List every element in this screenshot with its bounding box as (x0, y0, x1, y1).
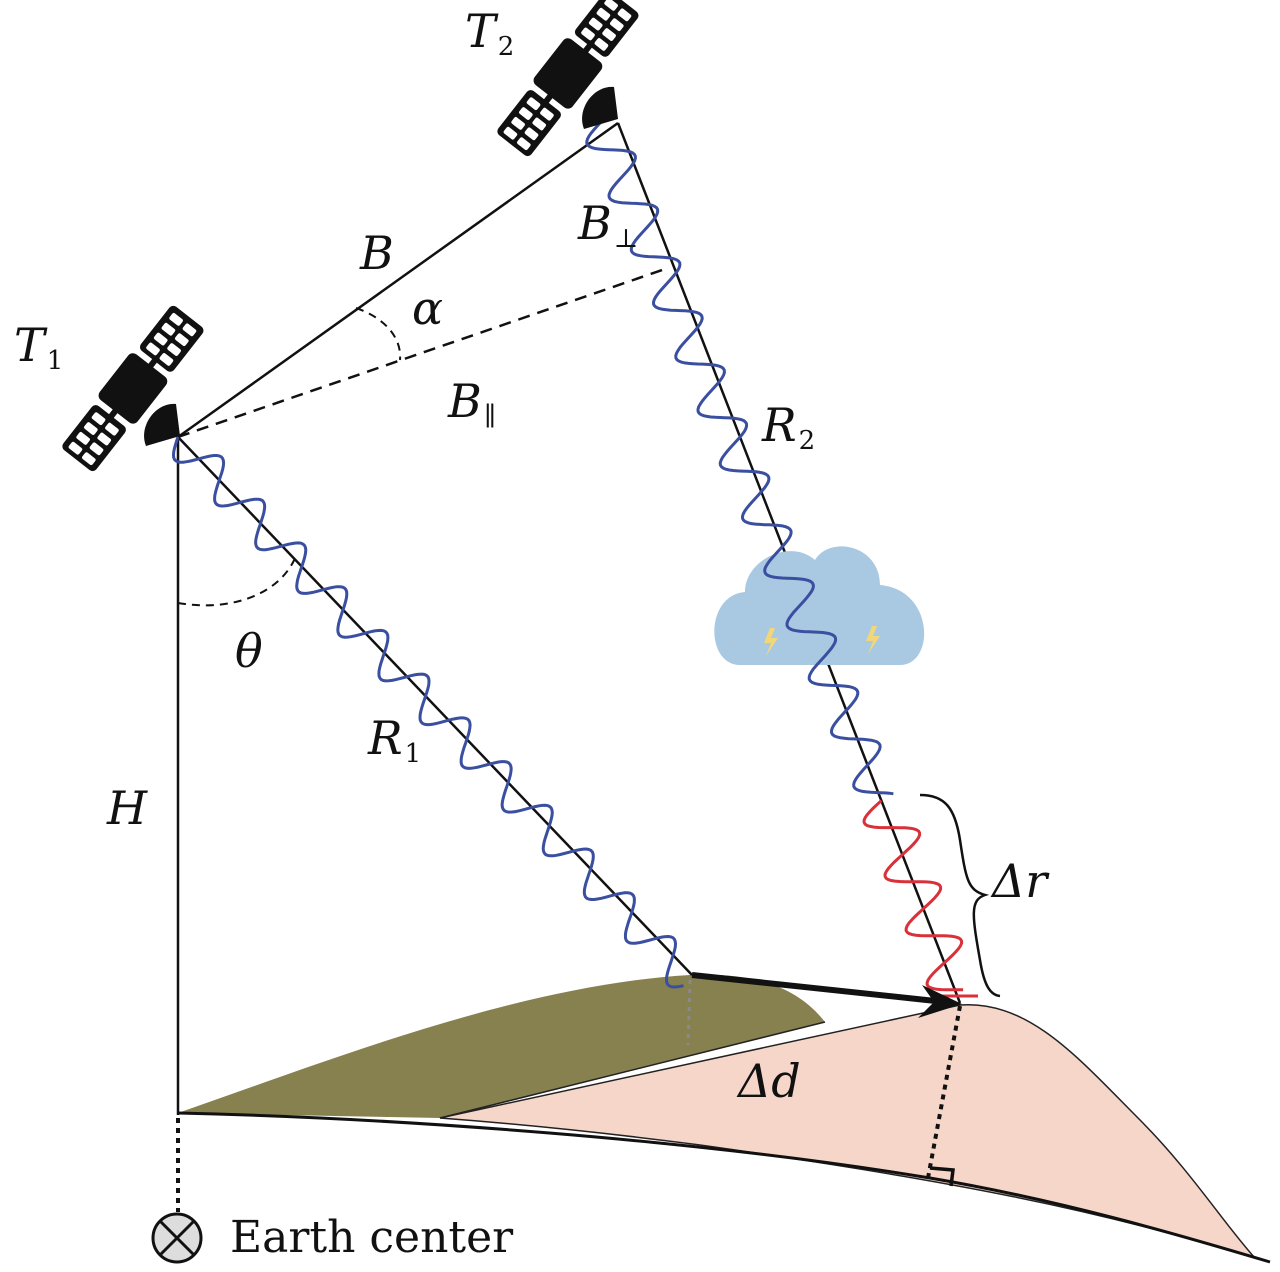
label-B: B (360, 226, 394, 280)
label-alpha: α (412, 281, 444, 335)
delta-r-brace (919, 793, 1001, 998)
wave-R1 (171, 436, 684, 989)
satellite-T2-icon (497, 0, 639, 157)
earth-center-label: Earth center (230, 1212, 514, 1263)
arrowhead-icon (918, 985, 962, 1018)
label-delta-r: Δr (992, 854, 1048, 908)
signal-waves (171, 121, 978, 998)
label-T1: T1 (14, 318, 64, 376)
storm-cloud-icon (714, 546, 925, 665)
label-B-parallel: B∥ (448, 374, 496, 432)
olive-pink-edge (439, 1021, 826, 1119)
label-H: H (107, 781, 148, 835)
label-T2: T2 (465, 4, 515, 62)
earth-center-icon (151, 1212, 203, 1264)
olive-terrain (178, 974, 825, 1118)
right-angle-mark (929, 1166, 955, 1187)
label-delta-d: Δd (738, 1054, 801, 1108)
baseline-B (177, 121, 619, 439)
wave-R2-delayed (862, 799, 964, 992)
wave-R2 (585, 121, 894, 796)
label-R2: R2 (762, 398, 816, 456)
earth-surface-curve (177, 1111, 1271, 1264)
alpha-arc (355, 307, 402, 361)
label-theta: θ (235, 624, 263, 678)
baseline-parallel-dashed (177, 266, 669, 439)
satellite-T1-icon (62, 305, 204, 472)
range-R1-line (177, 436, 693, 976)
displacement-arrow (691, 972, 946, 1005)
label-R1: R1 (368, 711, 422, 769)
theta-arc (177, 555, 297, 607)
dotted-projection-1 (686, 979, 692, 1046)
label-B-perp: B⊥ (578, 196, 639, 254)
